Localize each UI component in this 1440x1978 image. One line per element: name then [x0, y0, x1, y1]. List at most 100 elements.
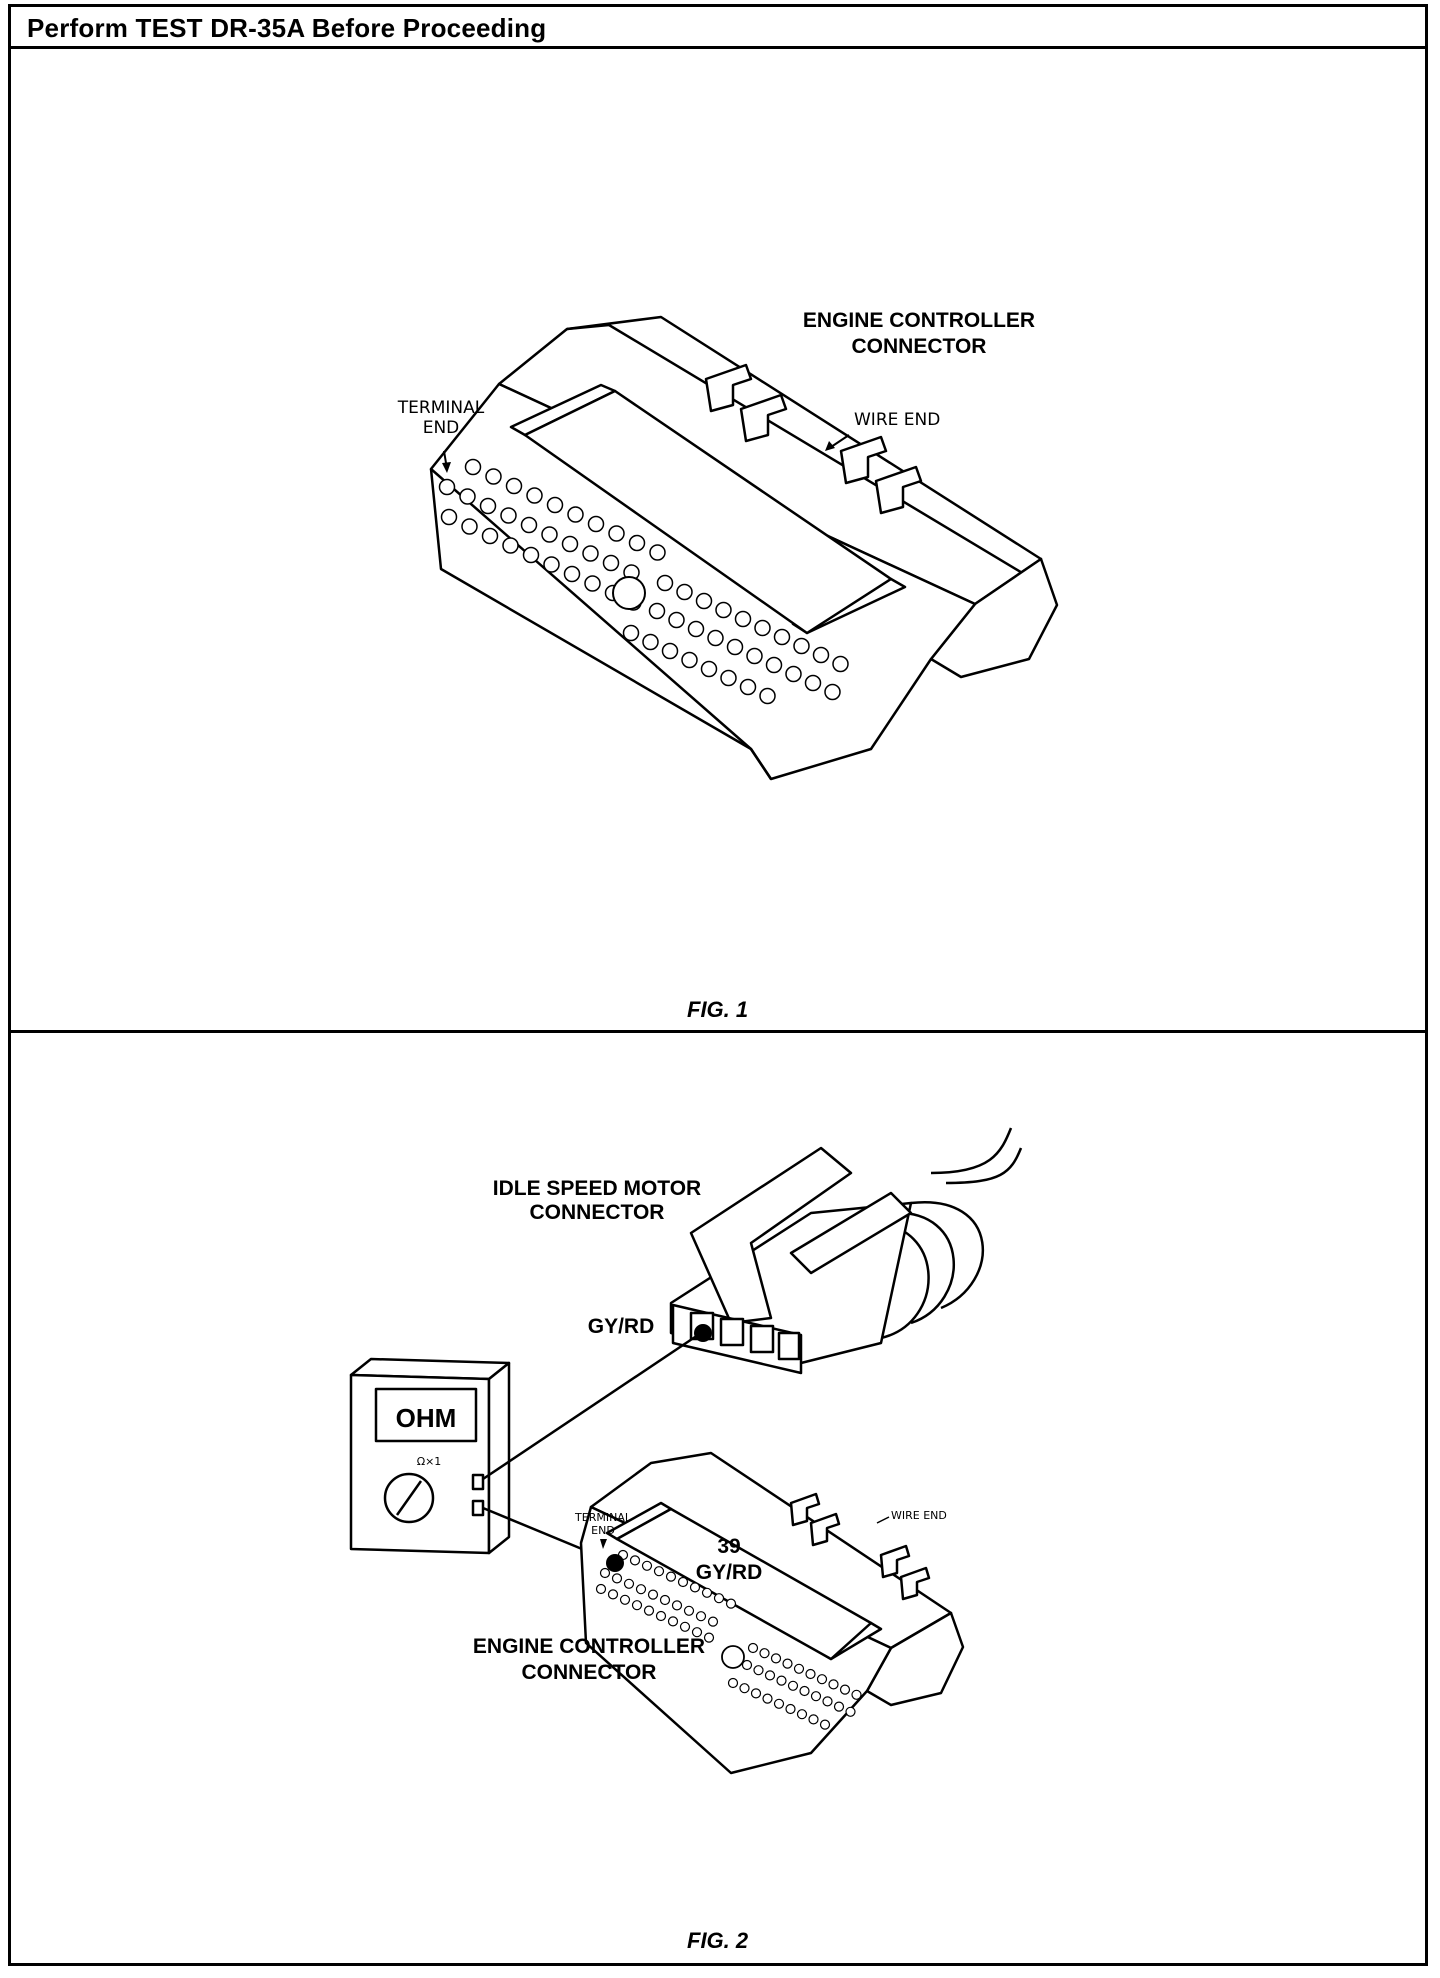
inner-channel — [523, 389, 893, 635]
terminal-pin — [819, 1719, 831, 1730]
terminal-pin — [619, 1594, 631, 1605]
terminal-pin — [793, 637, 810, 655]
terminal-pin — [765, 656, 783, 674]
terminal-end-arrow — [442, 462, 451, 473]
idle-connector-wire-5 — [945, 1147, 1023, 1185]
terminal-pin — [631, 1600, 643, 1611]
terminal-pin — [584, 575, 601, 592]
terminal-pin — [759, 687, 776, 705]
terminal-pin — [753, 1665, 764, 1676]
terminal-pin — [785, 665, 802, 683]
terminal-pin — [759, 1648, 770, 1659]
meter-display — [374, 1387, 478, 1443]
terminal-pin — [611, 1573, 623, 1584]
terminal-pin — [659, 1594, 671, 1606]
terminal-pin — [485, 468, 502, 485]
terminal-pin — [695, 592, 713, 610]
terminal-pin — [599, 1567, 611, 1579]
terminal-pin — [502, 537, 519, 554]
controller2-tab-4 — [899, 1566, 931, 1601]
terminal-pin — [655, 1610, 667, 1622]
controller2-terminal-label-2: END — [591, 1524, 615, 1537]
figure-1-diagram: ENGINE CONTROLLER CONNECTOR TERMINAL END… — [397, 309, 1059, 781]
terminal-pin — [695, 1611, 707, 1622]
controller2-label-line-2: CONNECTOR — [522, 1661, 657, 1684]
terminal-pin — [741, 1659, 753, 1671]
wire-end-leader — [830, 434, 850, 448]
terminal-pin — [595, 1583, 607, 1595]
terminal-pin — [726, 638, 744, 656]
terminal-pin — [563, 565, 581, 583]
terminal-face-outline — [429, 468, 773, 780]
terminal-pin — [828, 1679, 839, 1690]
terminal-pin — [602, 554, 620, 572]
terminal-pin — [668, 611, 685, 629]
center-keyway — [612, 576, 646, 610]
idle-connector-latch-2 — [789, 1191, 913, 1275]
idle-connector-wire-4 — [930, 1127, 1013, 1175]
terminal-pin — [689, 1582, 701, 1593]
controller2-terminal-label-1: TERMINAL — [574, 1511, 632, 1524]
controller2-channel — [615, 1507, 873, 1661]
terminal-pin — [628, 534, 646, 552]
terminal-pin — [833, 1701, 845, 1712]
terminal-end-label-line-2: END — [423, 418, 460, 438]
terminal-pin — [787, 1680, 799, 1691]
terminal-pin — [681, 651, 698, 669]
terminal-pin — [805, 1668, 816, 1680]
figure-2-caption: FIG. 2 — [687, 1928, 749, 1953]
terminal-pin — [464, 458, 482, 476]
meter-dial-pointer — [395, 1480, 423, 1516]
figure-2-diagram: IDLE SPEED MOTOR CONNECTOR GY/RD OHM Ω×1… — [349, 1127, 1023, 1775]
terminal-pin — [796, 1709, 808, 1720]
terminal-pin — [648, 602, 666, 620]
terminal-pin — [808, 1714, 819, 1725]
terminal-pin — [500, 507, 517, 524]
terminal-pin — [505, 477, 523, 495]
terminal-pin — [773, 1698, 785, 1709]
terminal-pin — [683, 1605, 695, 1616]
terminal-pin — [582, 545, 599, 562]
terminal-pin — [785, 1703, 796, 1715]
page-frame: Perform TEST DR-35A Before Proceeding — [8, 4, 1428, 1966]
idle-cavity-3 — [749, 1324, 775, 1354]
pin-number-label: 39 — [717, 1535, 740, 1558]
idle-connector-wire-2 — [890, 1211, 955, 1325]
terminal-pin — [671, 1600, 683, 1611]
terminal-pin — [481, 527, 499, 545]
terminal-pin — [526, 487, 543, 504]
terminal-pin — [822, 1696, 833, 1707]
terminal-pin — [715, 601, 732, 619]
terminal-pin — [607, 1589, 619, 1600]
meter-jack-1 — [471, 1473, 485, 1491]
terminal-pin — [691, 1627, 703, 1638]
terminal-pin — [770, 1653, 782, 1664]
terminal-pin — [845, 1706, 856, 1717]
terminal-pin — [747, 1642, 759, 1654]
figure-1-panel: ENGINE CONTROLLER CONNECTOR TERMINAL END… — [11, 49, 1425, 1033]
terminal-pin — [816, 1674, 828, 1685]
meter-body-side — [487, 1361, 511, 1555]
terminal-pin — [707, 1616, 719, 1627]
terminal-pin — [703, 1632, 715, 1643]
terminal-pin — [665, 1571, 677, 1582]
terminal-pin — [623, 1578, 635, 1589]
terminal-pin — [687, 620, 705, 638]
terminal-pin — [720, 669, 737, 687]
terminal-pin — [635, 1584, 647, 1595]
terminal-pin — [543, 556, 560, 573]
terminal-pin — [812, 646, 830, 664]
terminal-pin — [679, 1621, 691, 1632]
terminal-pin — [707, 629, 724, 647]
terminal-pin — [561, 535, 579, 553]
terminal-pin — [459, 488, 476, 505]
terminal-pin — [479, 497, 497, 515]
terminal-pin — [739, 678, 757, 696]
terminal-pin — [567, 506, 584, 523]
terminal-pin — [647, 1589, 659, 1600]
controller2-wire-end-leader — [876, 1516, 890, 1524]
controller-label-line-1: ENGINE CONTROLLER — [803, 309, 1035, 332]
terminal-pin — [541, 526, 558, 543]
terminal-pin — [622, 624, 640, 642]
terminal-pin — [653, 1566, 665, 1577]
